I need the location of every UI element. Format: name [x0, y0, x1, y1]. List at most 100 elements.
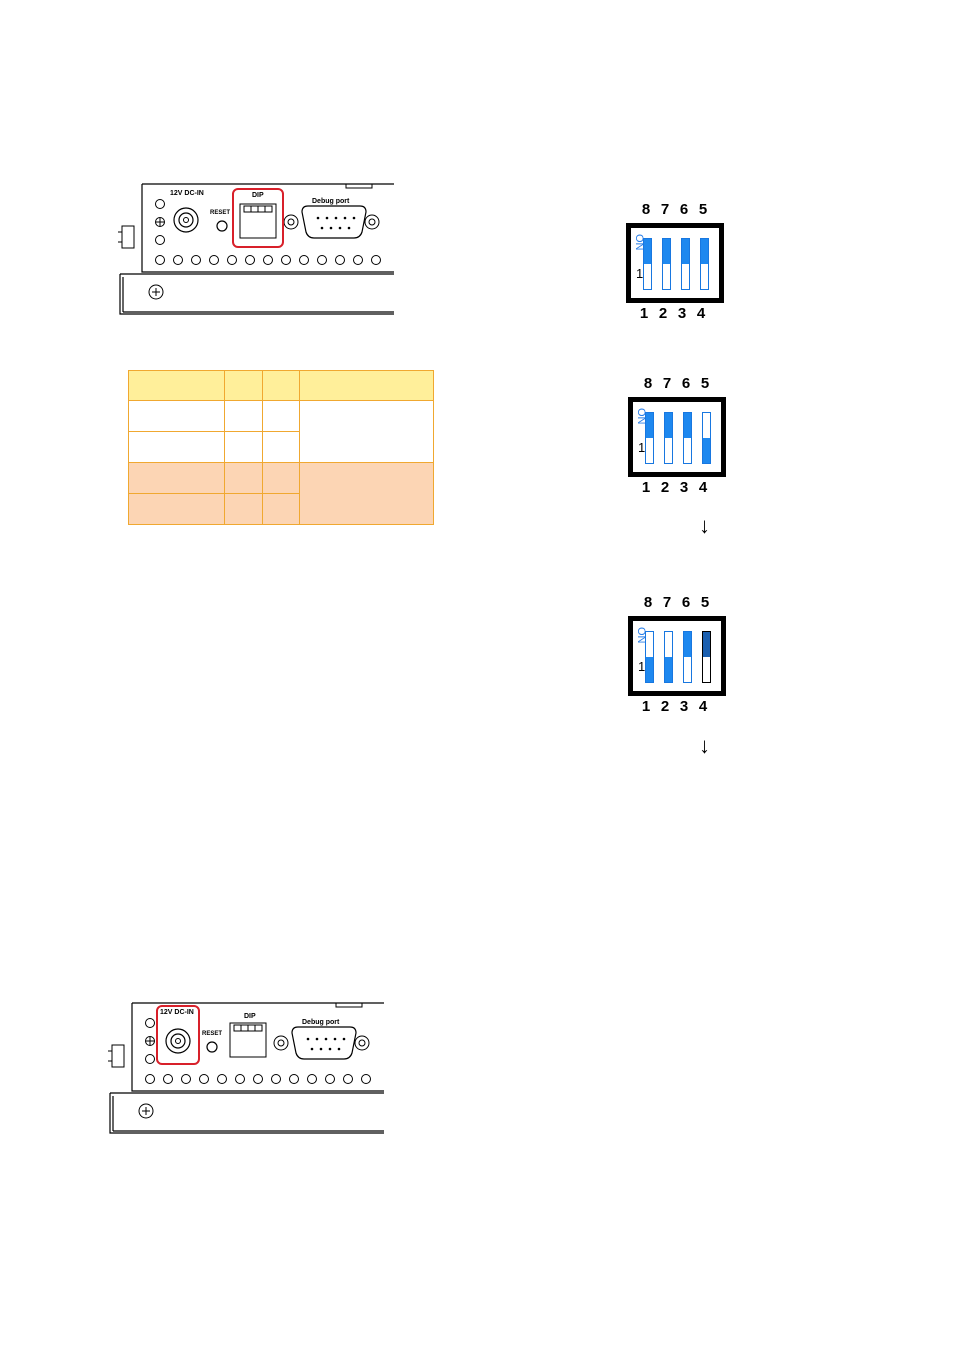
- switch-3: [681, 238, 690, 290]
- table-cell: [128, 370, 225, 401]
- switch-lever: [703, 438, 710, 463]
- switch-lever: [684, 413, 691, 438]
- dip-top-labels: 8 7 6 5: [628, 594, 738, 612]
- pin-label: 2: [658, 305, 668, 322]
- pin-label: 6: [679, 201, 689, 218]
- dip-highlight: [232, 188, 284, 248]
- pin-label: 6: [681, 375, 691, 392]
- switch-2: [664, 412, 673, 464]
- dip-switch-diagram-2: 8 7 6 5 ON 1 1 2 3 4: [628, 375, 738, 501]
- debug-port-label: Debug port: [312, 198, 350, 205]
- switch-lever: [644, 239, 651, 264]
- table-cell: [128, 431, 225, 463]
- table-cell: [223, 370, 263, 401]
- row-marker: 1: [638, 659, 646, 674]
- switch-lever: [701, 239, 708, 264]
- table-header-row: [128, 370, 434, 401]
- pin-label: 1: [639, 305, 649, 322]
- dip-switch-body: ON 1: [626, 223, 724, 303]
- dip-bottom-labels: 1 2 3 4: [628, 698, 738, 716]
- pin-label: 1: [641, 698, 651, 715]
- switch-lever: [684, 632, 691, 657]
- row-marker: 1: [638, 440, 646, 455]
- switch-lever: [665, 657, 672, 682]
- pin-label: 8: [643, 375, 653, 392]
- device-panel-bottom: 12V DC-IN RESET DIP Debug port: [104, 1001, 386, 1137]
- reset-label: RESET: [210, 210, 231, 216]
- table-cell: [261, 462, 301, 494]
- pin-label: 5: [698, 201, 708, 218]
- dip-label: DIP: [244, 1013, 256, 1020]
- switch-4: [702, 631, 711, 683]
- pin-label: 4: [698, 479, 708, 496]
- table-cell: [261, 400, 301, 432]
- table-cell: [223, 400, 263, 432]
- pin-label: 2: [660, 479, 670, 496]
- switch-1: [643, 238, 652, 290]
- table-cell: [299, 400, 434, 463]
- pin-label: 8: [641, 201, 651, 218]
- switch-3: [683, 631, 692, 683]
- dip-switch-diagram-3: 8 7 6 5 ON 1 1 2 3 4: [628, 594, 738, 720]
- table-cell: [223, 462, 263, 494]
- switch-lever: [663, 239, 670, 264]
- pin-label: 4: [696, 305, 706, 322]
- pin-label: 5: [700, 594, 710, 611]
- table-cell: [128, 462, 225, 494]
- dip-bottom-labels: 1 2 3 4: [628, 479, 738, 497]
- device-panel-drawing: [118, 183, 394, 315]
- switch-1: [645, 412, 654, 464]
- table-cell: [299, 370, 434, 401]
- pin-label: 3: [679, 479, 689, 496]
- pin-label: 1: [641, 479, 651, 496]
- table-row: [128, 462, 434, 525]
- switch-lever: [682, 239, 689, 264]
- pin-label: 5: [700, 375, 710, 392]
- dcin-highlight: [156, 1005, 200, 1065]
- row-marker: 1: [636, 266, 644, 281]
- table-cell: [261, 493, 301, 525]
- dip-switch-body: ON 1: [628, 397, 726, 477]
- reset-label: RESET: [202, 1031, 223, 1037]
- down-arrow-icon: ↓: [699, 513, 710, 538]
- switch-4: [702, 412, 711, 464]
- table-cell: [261, 370, 301, 401]
- pin-label: 7: [662, 375, 672, 392]
- dip-top-labels: 8 7 6 5: [626, 201, 736, 219]
- dip-label: DIP: [252, 192, 264, 199]
- table-row: [128, 431, 434, 463]
- switch-3: [683, 412, 692, 464]
- pin-label: 6: [681, 594, 691, 611]
- switch-lever: [703, 632, 710, 657]
- dip-settings-table: [128, 370, 434, 525]
- table-row: [128, 493, 434, 525]
- dcin-label: 12V DC-IN: [160, 1009, 194, 1016]
- pin-label: 7: [662, 594, 672, 611]
- switch-2: [664, 631, 673, 683]
- table-cell: [299, 462, 434, 525]
- pin-label: 7: [660, 201, 670, 218]
- dip-top-labels: 8 7 6 5: [628, 375, 738, 393]
- switch-2: [662, 238, 671, 290]
- switch-lever: [646, 413, 653, 438]
- dip-switch-body: ON 1: [628, 616, 726, 696]
- pin-label: 3: [677, 305, 687, 322]
- dip-bottom-labels: 1 2 3 4: [626, 305, 736, 323]
- pin-label: 3: [679, 698, 689, 715]
- table-cell: [223, 493, 263, 525]
- table-cell: [261, 431, 301, 463]
- device-panel-drawing: [108, 1002, 384, 1134]
- pin-label: 2: [660, 698, 670, 715]
- down-arrow-icon: ↓: [699, 733, 710, 758]
- table-cell: [128, 493, 225, 525]
- switch-4: [700, 238, 709, 290]
- table-row: [128, 400, 434, 463]
- debug-port-label: Debug port: [302, 1019, 340, 1026]
- switch-lever: [646, 657, 653, 682]
- device-panel-top: 12V DC-IN RESET DIP Debug port: [114, 182, 396, 318]
- dcin-label: 12V DC-IN: [170, 190, 204, 197]
- pin-label: 4: [698, 698, 708, 715]
- table-cell: [223, 431, 263, 463]
- switch-1: [645, 631, 654, 683]
- dip-switch-diagram-1: 8 7 6 5 ON 1 1 2 3 4: [626, 201, 736, 327]
